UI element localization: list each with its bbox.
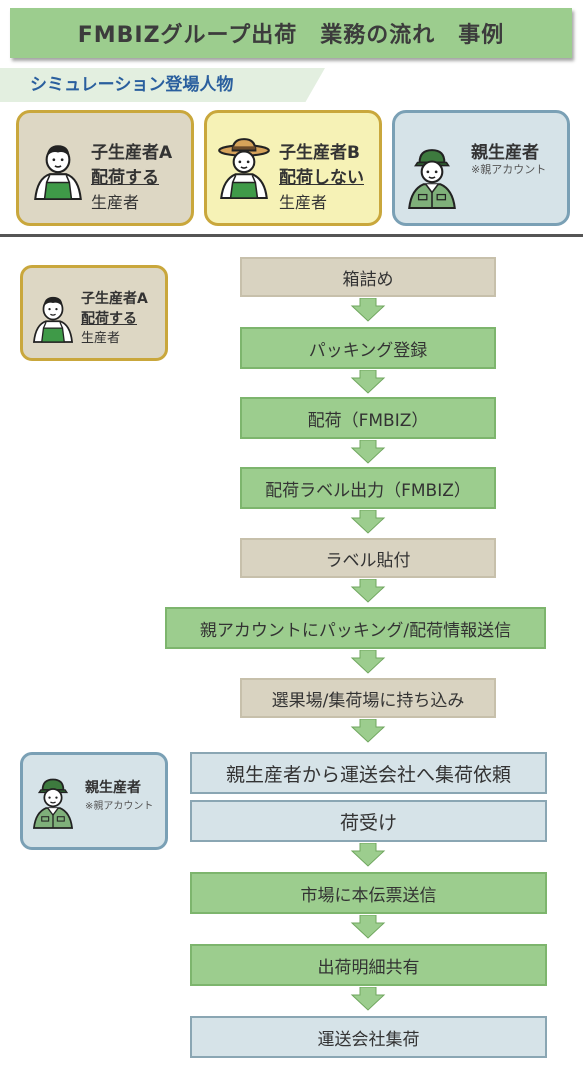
character-action: 配荷しない [279, 168, 364, 188]
page-title: FMBIZグループ出荷 業務の流れ 事例 [10, 8, 572, 58]
flow-step-7: 選果場/集荷場に持ち込み [240, 678, 496, 718]
flow-arrow-6 [350, 650, 386, 674]
character-card-parent: 親生産者 ※親アカウント [392, 110, 570, 226]
actor-name: 子生産者A [81, 291, 148, 307]
flow-step-2: パッキング登録 [240, 327, 496, 369]
flow-step-1: 箱詰め [240, 257, 496, 297]
flow-arrow-4 [350, 510, 386, 534]
flow-arrow-8 [350, 843, 386, 867]
flow-step-12: 運送会社集荷 [190, 1016, 547, 1058]
character-name: 子生産者A [91, 143, 173, 163]
actor-name: 親生産者 [85, 780, 141, 796]
character-name: 親生産者 [471, 143, 539, 163]
character-role: 生産者 [91, 193, 140, 212]
flow-step-8: 親生産者から運送会社へ集荷依頼 [190, 752, 547, 794]
flow-arrow-3 [350, 440, 386, 464]
flow-step-6: 親アカウントにパッキング/配荷情報送信 [165, 607, 546, 649]
actor-note: ※親アカウント [85, 801, 154, 812]
flow-actor-parent: 親生産者 ※親アカウント [20, 752, 168, 850]
flow-arrow-1 [350, 298, 386, 322]
flow-step-9: 荷受け [190, 800, 547, 842]
farmer-cap-icon [401, 141, 463, 213]
flow-step-3: 配荷（FMBIZ） [240, 397, 496, 439]
character-action: 配荷する [91, 168, 159, 188]
character-note: ※親アカウント [471, 163, 547, 176]
section-band [0, 68, 325, 102]
flow-arrow-7 [350, 719, 386, 743]
flow-step-10: 市場に本伝票送信 [190, 872, 547, 914]
flow-step-5: ラベル貼付 [240, 538, 496, 578]
flow-arrow-2 [350, 370, 386, 394]
flow-arrow-10 [350, 987, 386, 1011]
farmer-child-a-icon [27, 133, 89, 203]
farmer-cap-icon [27, 771, 79, 833]
flow-step-4: 配荷ラベル出力（FMBIZ） [240, 467, 496, 509]
flow-arrow-5 [350, 579, 386, 603]
character-card-child-b: 子生産者B 配荷しない 生産者 [204, 110, 382, 226]
section-divider [0, 234, 583, 237]
character-card-child-a: 子生産者A 配荷する 生産者 [16, 110, 194, 226]
section-label: シミュレーション登場人物 [30, 75, 234, 95]
flow-actor-child-a: 子生産者A 配荷する 生産者 [20, 265, 168, 361]
actor-role: 生産者 [81, 331, 121, 346]
flow-step-11: 出荷明細共有 [190, 944, 547, 986]
farmer-straw-hat-icon [213, 131, 275, 203]
character-role: 生産者 [279, 193, 328, 212]
actor-action: 配荷する [81, 311, 137, 327]
character-name: 子生産者B [279, 143, 360, 163]
flow-arrow-9 [350, 915, 386, 939]
farmer-child-a-icon [27, 286, 79, 346]
